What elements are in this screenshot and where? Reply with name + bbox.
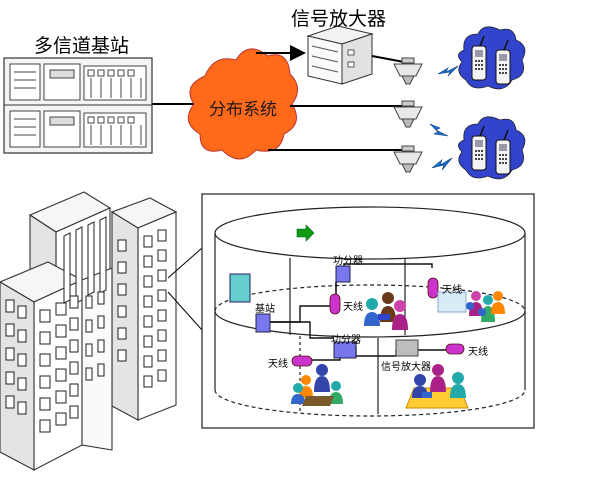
amplifier-small-unit: [395, 339, 419, 357]
green-arrow-icon: [296, 224, 315, 242]
people-group-lower-right: [405, 364, 469, 409]
amplifier-to-antenna-1-line: [371, 55, 405, 63]
base-station-title: 多信道基站: [34, 35, 130, 57]
antenna-indoor-2: [427, 277, 439, 299]
building-illustration: [0, 191, 178, 471]
lightning-signal-icon: [429, 123, 449, 137]
base-station-rack: [3, 57, 153, 154]
walkie-talkie-icon: [471, 125, 487, 171]
splitter-top-label: 功分器: [333, 256, 363, 267]
splitter-mid-unit: [333, 341, 357, 359]
walkie-talkie-icon: [471, 35, 487, 81]
people-group-lower-left: [291, 364, 343, 406]
base-station-small-label: 基站: [255, 304, 275, 315]
lightning-signal-icon: [431, 157, 453, 171]
amplifier-small-label: 信号放大器: [381, 362, 431, 373]
radio-cluster-top: [458, 26, 526, 90]
signal-amplifier-device: [306, 25, 374, 85]
ceiling-antenna-icon: [393, 145, 423, 173]
people-group-upper-mid: [364, 292, 408, 330]
antenna-indoor-4: [445, 343, 465, 355]
walkie-talkie-icon: [495, 129, 511, 175]
base-station-small-unit: [255, 313, 271, 333]
people-group-upper-right: [437, 291, 505, 322]
antenna-label-3: 天线: [268, 359, 288, 370]
distribution-cloud: [187, 48, 298, 160]
ceiling-antenna-icon: [393, 100, 423, 128]
antenna-label-4: 天线: [468, 347, 488, 358]
antenna-indoor-3: [291, 355, 313, 367]
ceiling-antenna-icon: [393, 57, 423, 85]
walkie-talkie-icon: [495, 39, 511, 85]
splitter-mid-label: 功分器: [331, 335, 361, 346]
amplifier-title: 信号放大器: [291, 8, 387, 30]
radio-cluster-bottom: [458, 116, 526, 180]
lightning-signal-icon: [437, 65, 459, 77]
antenna-label-2: 天线: [442, 285, 462, 296]
cloud-label: 分布系统: [209, 100, 277, 120]
splitter-top-unit: [335, 265, 351, 283]
antenna-label-1: 天线: [343, 302, 363, 313]
base-station-unit: [229, 273, 251, 303]
antenna-indoor-1: [329, 293, 341, 315]
